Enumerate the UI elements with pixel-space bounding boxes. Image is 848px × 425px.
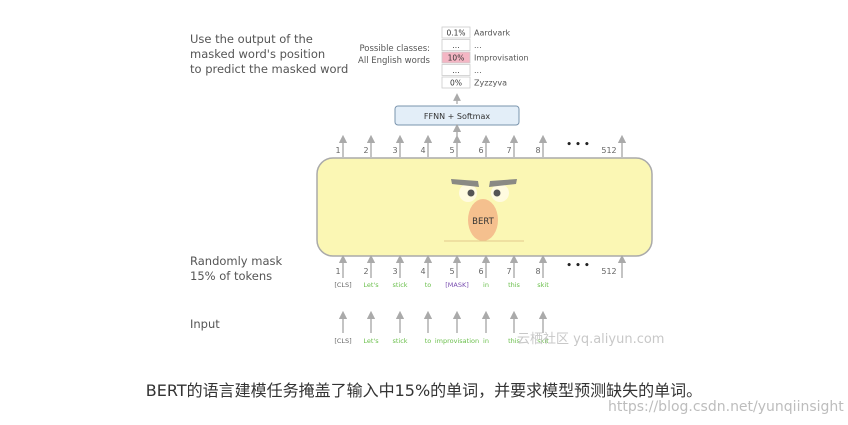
masked-token: skit (537, 281, 549, 289)
class-prob: ... (452, 41, 459, 50)
input-token: stick (392, 337, 407, 345)
input-token: in (483, 337, 489, 345)
input-token: Let's (363, 337, 379, 345)
class-word: ... (474, 41, 482, 50)
input-position-number: 3 (392, 267, 397, 276)
ellipsis-dots-bottom: • • • (566, 261, 590, 271)
bert-label: BERT (472, 217, 494, 227)
caption: BERT的语言建模任务掩盖了输入中15%的单词，并要求模型预测缺失的单词。 (0, 377, 848, 401)
ellipsis-dots-top: • • • (566, 140, 590, 150)
output-position-number: 4 (420, 146, 425, 155)
class-word: Zyzzyva (474, 79, 507, 88)
class-word: ... (474, 66, 482, 75)
masked-token: [MASK] (445, 281, 469, 289)
class-word: Improvisation (474, 54, 529, 63)
input-label: Input (190, 317, 220, 332)
masked-token: [CLS] (334, 281, 351, 289)
input-position-number: 8 (535, 267, 540, 276)
input-token: improvisation (435, 337, 479, 345)
mask-description: Randomly mask 15% of tokens (190, 254, 282, 284)
input-position-number: 512 (601, 267, 616, 276)
input-position-number: 7 (506, 267, 511, 276)
class-prob: 10% (448, 54, 465, 63)
top-description: Use the output of the masked word's posi… (190, 32, 348, 77)
masked-token: Let's (363, 281, 379, 289)
masked-token: stick (392, 281, 407, 289)
masked-token: in (483, 281, 489, 289)
output-position-number: 3 (392, 146, 397, 155)
input-token: [CLS] (334, 337, 351, 345)
classes-table: 0.1% Aardvark...... 10% Improvisation......… (442, 27, 529, 88)
class-prob: 0.1% (446, 29, 465, 38)
input-position-number: 5 (449, 267, 454, 276)
watermark-bottom: https://blog.csdn.net/yunqiinsight (608, 399, 844, 415)
input-position-number: 6 (478, 267, 483, 276)
output-position-number: 6 (478, 146, 483, 155)
class-word: Aardvark (474, 29, 511, 38)
class-prob: 0% (450, 79, 462, 88)
masked-token-row: [CLS] Let's stick to [MASK] in this skit (334, 281, 549, 289)
input-position-number: 2 (363, 267, 368, 276)
output-position-number: 5 (449, 146, 454, 155)
input-position-number: 1 (335, 267, 340, 276)
class-prob: ... (452, 66, 459, 75)
output-position-number: 1 (335, 146, 340, 155)
input-position-number: 4 (420, 267, 425, 276)
watermark-center: 云栖社区 yq.aliyun.com (517, 328, 664, 347)
input-token: to (425, 337, 432, 345)
output-position-number: 512 (601, 146, 616, 155)
masked-token: to (425, 281, 432, 289)
ffnn-label: FFNN + Softmax (424, 112, 490, 121)
masked-token: this (508, 281, 520, 289)
output-position-number: 7 (506, 146, 511, 155)
output-position-number: 2 (363, 146, 368, 155)
output-position-number: 8 (535, 146, 540, 155)
possible-classes-label: Possible classes: All English words (356, 43, 430, 67)
